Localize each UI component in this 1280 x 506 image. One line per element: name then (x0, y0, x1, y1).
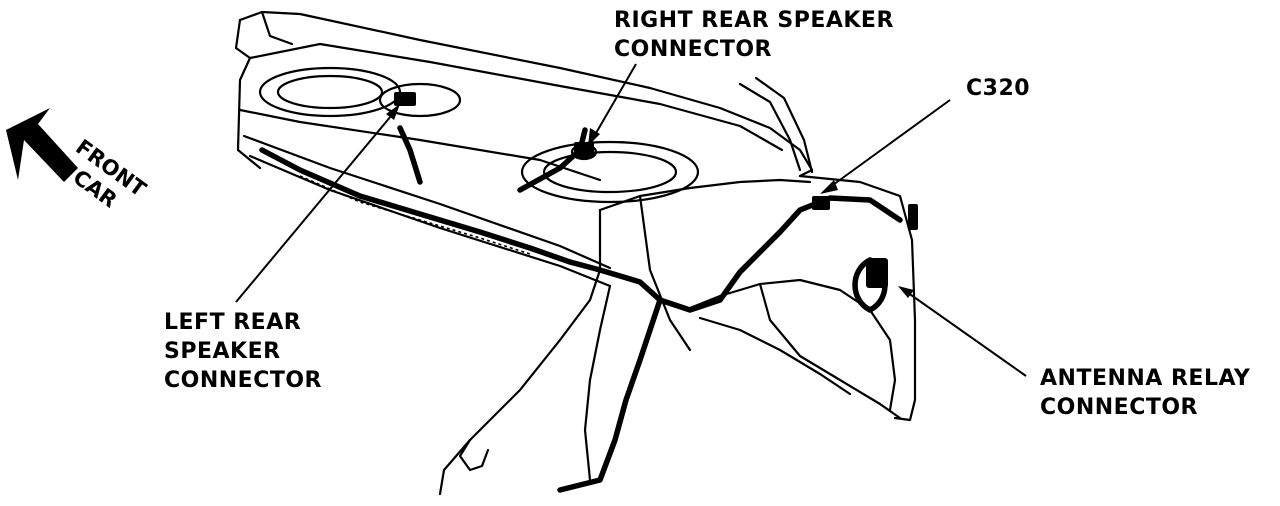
right-rear-line1: RIGHT REAR SPEAKER (614, 8, 894, 33)
leader-arrowheads (386, 104, 914, 298)
left-rear-line1: LEFT REAR (164, 310, 302, 335)
antenna-line1: ANTENNA RELAY (1040, 366, 1251, 391)
right-rear-speaker-connector-label: RIGHT REAR SPEAKER CONNECTOR (614, 6, 894, 64)
left-rear-speaker-connector-label: LEFT REAR SPEAKER CONNECTOR (164, 308, 322, 395)
left-rear-line3: CONNECTOR (164, 368, 322, 393)
body-outline (234, 10, 917, 496)
c320-label: C320 (966, 76, 1031, 101)
antenna-line2: CONNECTOR (1040, 395, 1198, 420)
front-arrow-icon (6, 108, 78, 182)
connector-blocks (394, 92, 918, 288)
antenna-relay-connector-label: ANTENNA RELAY CONNECTOR (1040, 364, 1250, 422)
harness-clips (299, 175, 641, 445)
left-rear-line2: SPEAKER (164, 339, 281, 364)
right-rear-line2: CONNECTOR (614, 37, 772, 62)
leader-lines (235, 63, 1027, 377)
